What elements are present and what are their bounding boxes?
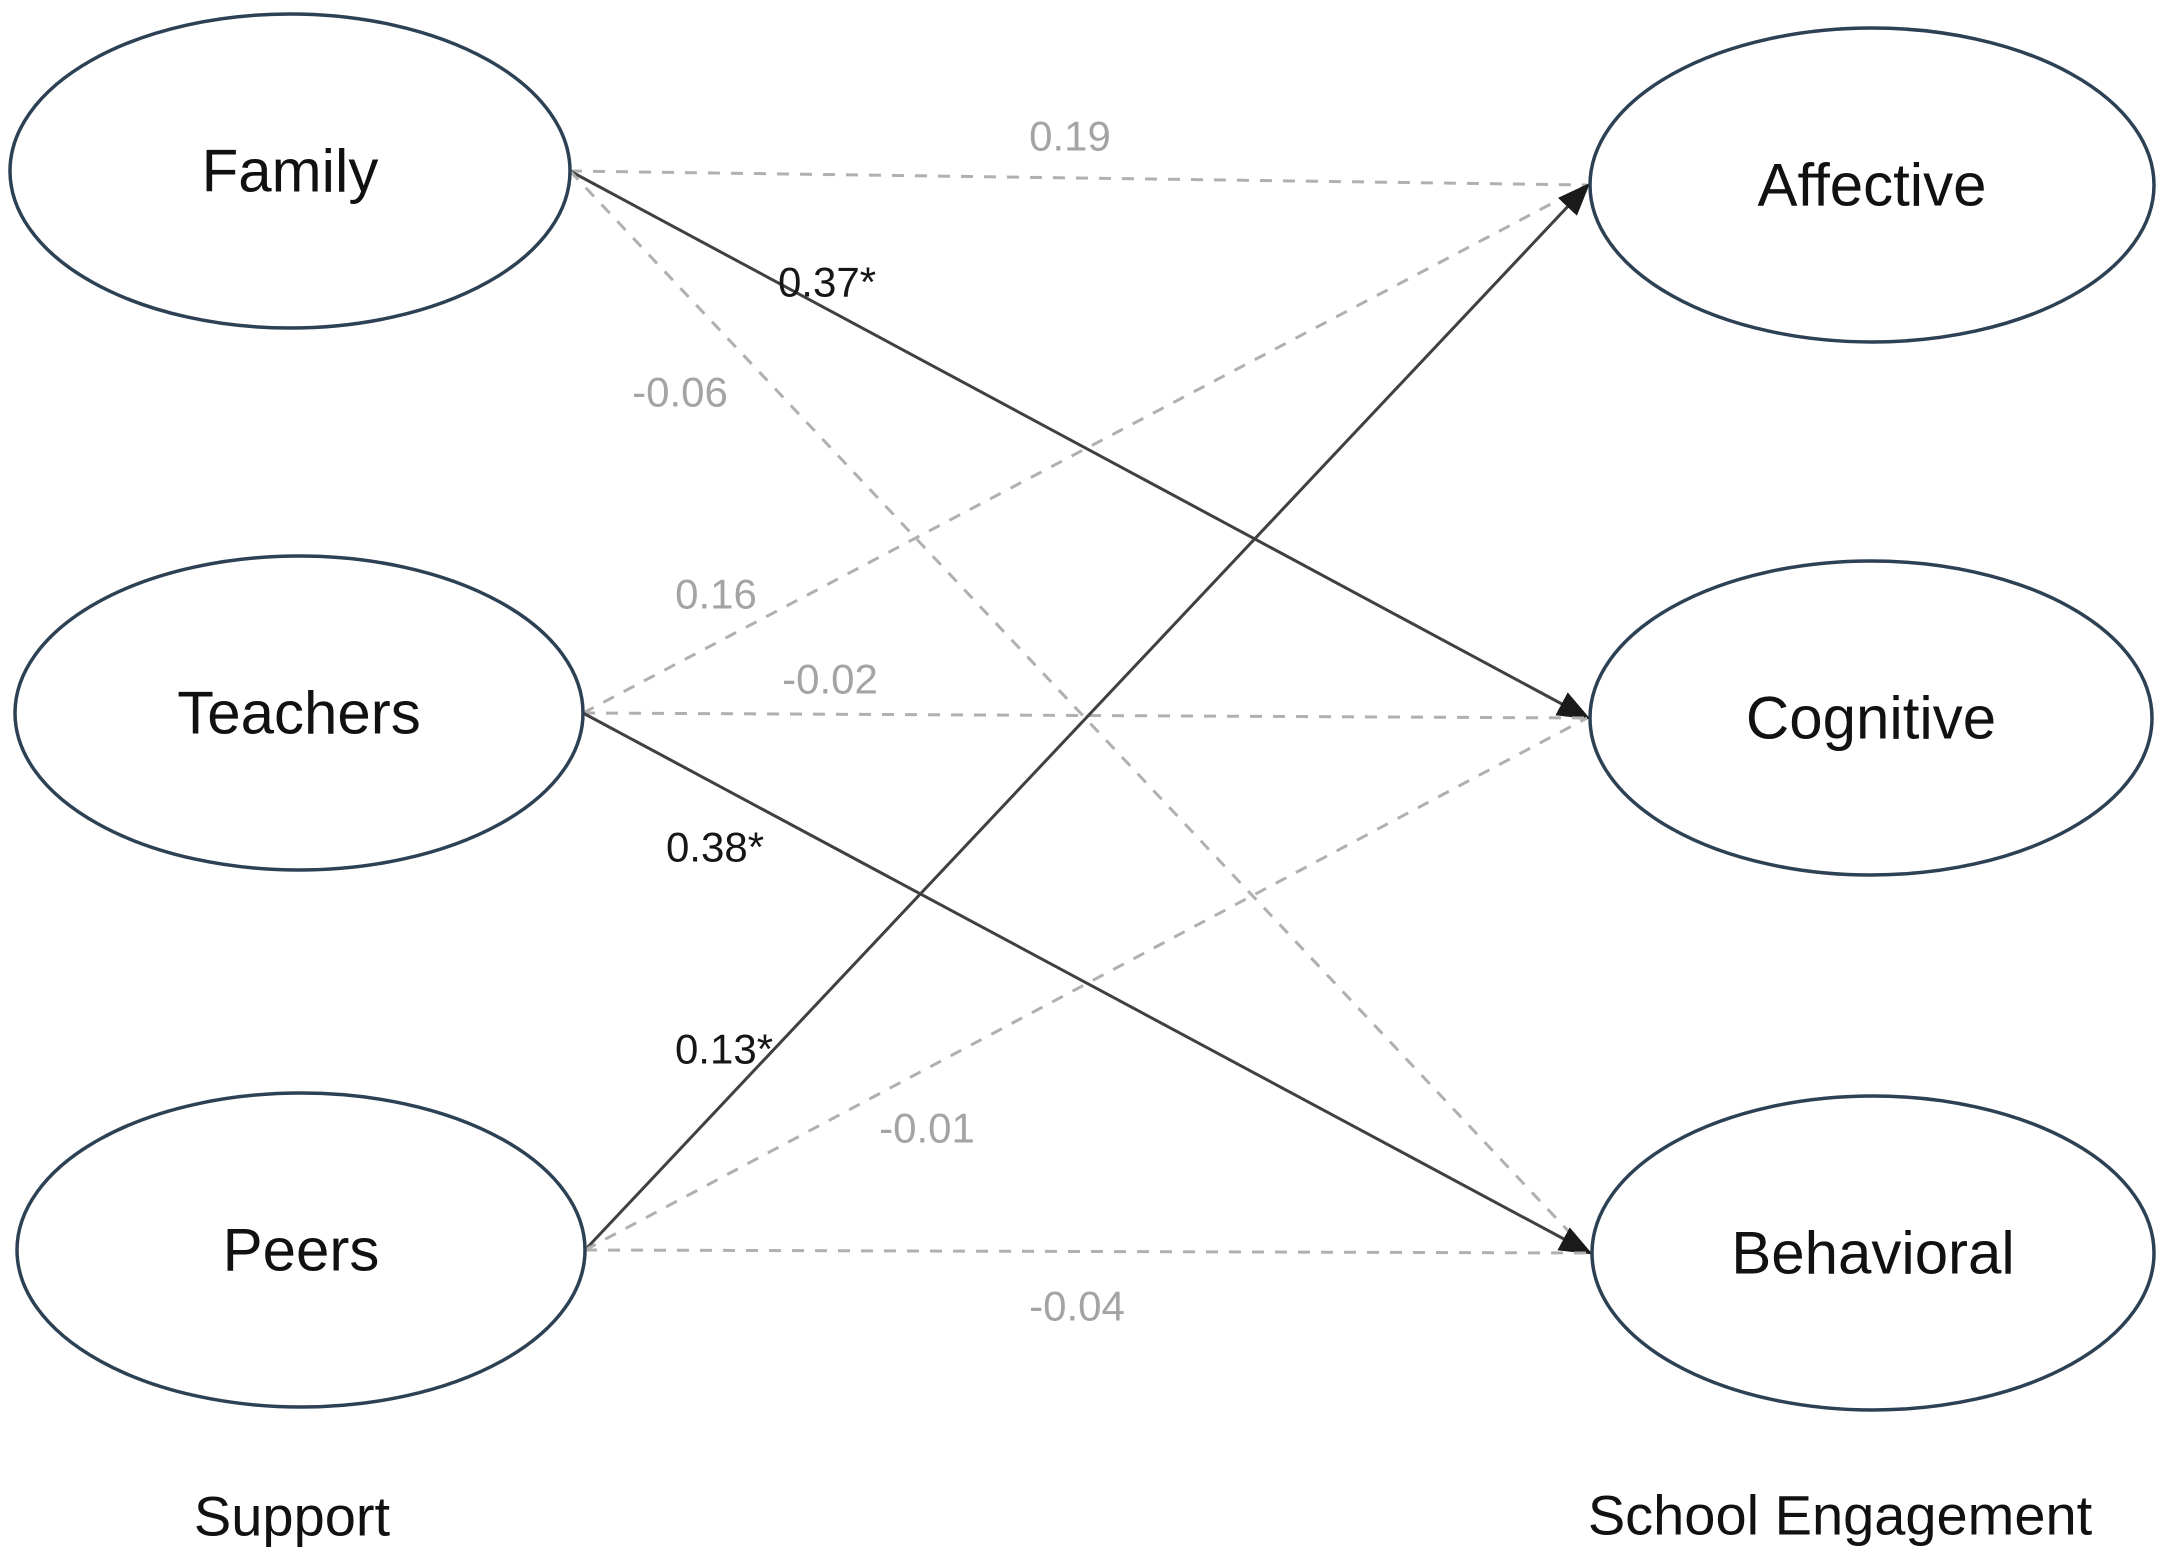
path-peers-to-affective [583,182,1591,1252]
path-family-to-behavioral [568,169,1591,1255]
coefficient-label-peers-to-affective: 0.13* [675,1026,773,1073]
group-label-school-engagement: School Engagement [1588,1484,2093,1547]
node-ellipse-cognitive [1588,559,2154,877]
path-teachers-to-cognitive [582,711,1588,720]
node-label-behavioral: Behavioral [1731,1220,2015,1287]
node-label-teachers: Teachers [177,680,420,747]
path-family-to-affective [569,169,1588,187]
node-label-affective: Affective [1757,152,1986,219]
coefficient-label-family-to-behavioral: -0.06 [632,369,728,416]
path-family-to-cognitive [569,169,1591,720]
coefficient-label-teachers-to-behavioral: 0.38* [666,824,764,871]
coefficient-label-family-to-cognitive: 0.37* [778,259,876,306]
coefficient-label-teachers-to-cognitive: -0.02 [782,656,878,703]
node-ellipse-affective [1588,26,2156,344]
coefficient-label-teachers-to-affective: 0.16 [675,571,757,618]
path-peers-to-cognitive [584,716,1588,1252]
coefficient-label-peers-to-cognitive: -0.01 [879,1105,975,1152]
path-teachers-to-behavioral [582,711,1593,1255]
path-peers-to-behavioral [584,1248,1590,1255]
node-ellipse-family [8,12,572,330]
group-label-support: Support [194,1485,391,1548]
coefficient-label-peers-to-behavioral: -0.04 [1029,1283,1125,1330]
coefficient-label-family-to-affective: 0.19 [1029,113,1111,160]
node-label-cognitive: Cognitive [1746,685,1996,752]
node-label-family: Family [202,138,379,205]
node-ellipse-peers [15,1091,587,1409]
node-ellipse-behavioral [1590,1094,2156,1412]
node-ellipse-teachers [13,554,585,872]
node-label-peers: Peers [223,1217,380,1284]
path-teachers-to-affective [582,183,1588,715]
